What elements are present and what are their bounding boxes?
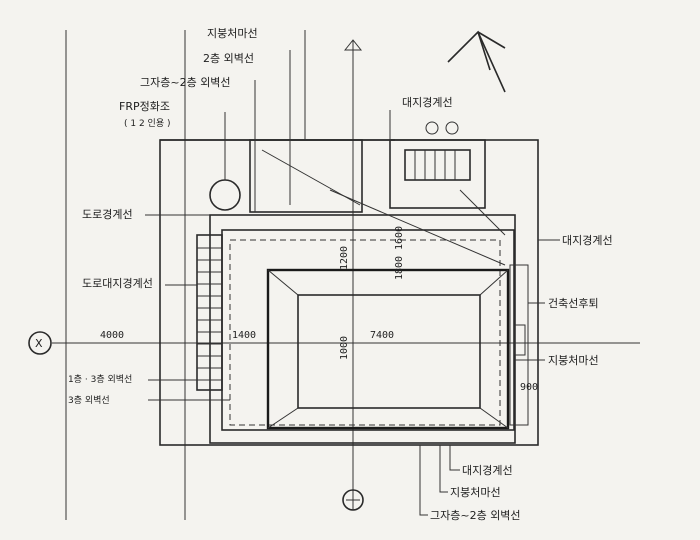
frp-tank-circle	[209, 179, 241, 211]
label-building-line-right: 건축선후퇴	[548, 297, 599, 310]
label-neighbor-line-top: 대지경계선	[402, 96, 453, 109]
label-bottom-wall-line: 그자층~2층 외벽선	[430, 509, 521, 522]
label-ground-second-wall: 그자층~2층 외벽선	[140, 76, 231, 89]
axis-top-arrow	[343, 39, 363, 51]
label-frp-tank-sub: ( 1 2 인용 )	[124, 118, 170, 129]
overhang-line	[229, 239, 501, 426]
dim-1600: 1600	[394, 226, 405, 250]
dim-4000: 4000	[100, 330, 124, 341]
dim-1400: 1400	[232, 330, 256, 341]
label-roof-line-right: 지붕처마선	[548, 354, 599, 367]
x-axis-marker	[28, 331, 52, 355]
roof-outer	[266, 268, 510, 430]
upper-room	[249, 139, 363, 213]
label-roof-line-bottom: 지붕처마선	[450, 486, 501, 499]
label-property-line-left: 도로경계선	[82, 208, 133, 221]
property-boundary	[159, 139, 539, 446]
meter-circle	[445, 121, 459, 135]
ground-floor-wall	[221, 229, 515, 431]
dim-1800: 1800	[394, 256, 405, 280]
x-axis-marker-text: X	[35, 337, 43, 350]
meter-circle	[425, 121, 439, 135]
label-frp-tank: FRP정화조	[119, 100, 170, 113]
label-neighbor-line-right: 대지경계선	[562, 234, 613, 247]
label-neighbor-line-bottom: 대지경계선	[462, 464, 513, 477]
roof-inner	[297, 294, 481, 409]
y-axis-marker	[342, 489, 364, 511]
dim-7400: 7400	[370, 330, 394, 341]
dim-1000: 1000	[339, 336, 350, 360]
label-road-building-line: 도로대지경계선	[82, 277, 153, 290]
north-arrow-icon	[447, 30, 506, 93]
label-roof-cornice: 지붕처마선	[207, 27, 258, 40]
label-ground-floor-wall: 1층 · 3층 외벽선	[68, 373, 132, 385]
dim-900: 900	[520, 382, 538, 393]
dim-1200: 1200	[339, 246, 350, 270]
stair-top	[404, 149, 471, 181]
label-third-floor-line: 3층 외벽선	[68, 394, 110, 406]
stair-room	[389, 139, 486, 209]
label-second-floor-wall: 2층 외벽선	[203, 52, 254, 65]
